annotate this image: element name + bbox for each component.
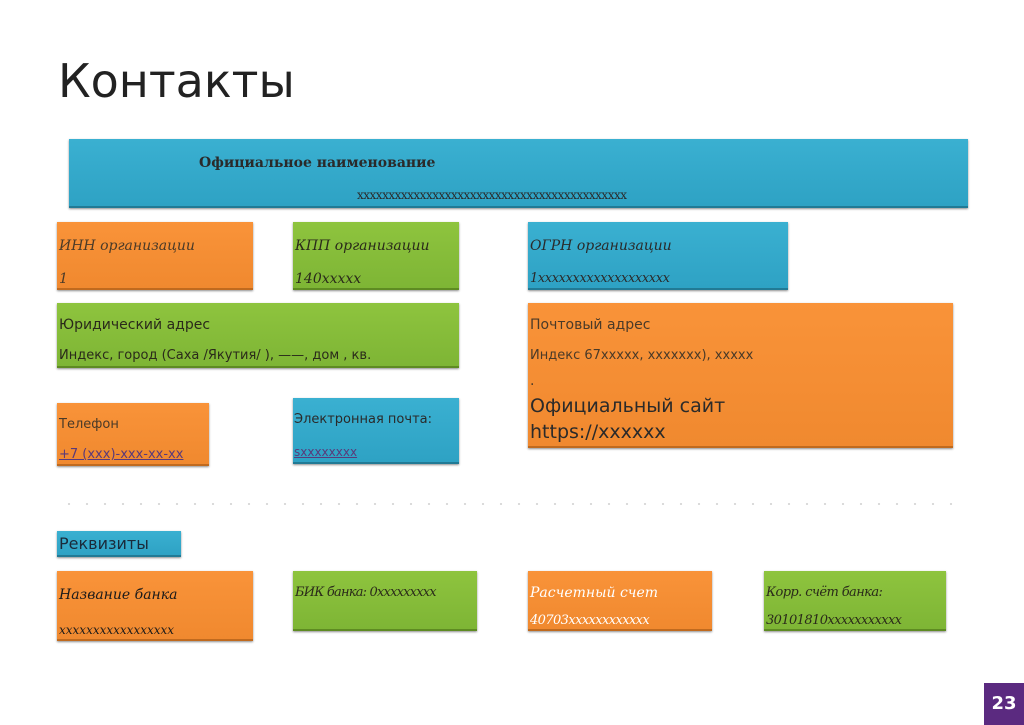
bik-label: БИК банка: 0xxxxxxxxx	[295, 585, 437, 600]
postal-address-dot: .	[530, 373, 535, 389]
inn-label: ИНН организации	[59, 238, 195, 254]
website-link[interactable]: https://xxxxxx	[530, 421, 666, 443]
postal-address-label: Почтовый адрес	[530, 317, 651, 333]
requisites-label: Реквизиты	[59, 534, 149, 553]
postal-address-box: Почтовый адрес Индекс 67xxxxx, xxxxxxx),…	[528, 303, 953, 448]
corr-account-label: Корр. счёт банка:	[766, 585, 883, 600]
official-name-banner: Официальное наименование xxxxxxxxxxxxxxx…	[69, 139, 968, 208]
corr-account-box: Корр. счёт банка: 30101810xxxxxxxxxxx	[764, 571, 946, 631]
legal-address-value: Индекс, город (Саха /Якутия/ ), ——, дом …	[59, 348, 372, 363]
ogrn-value: 1xxxxxxxxxxxxxxxxxxx	[530, 271, 670, 286]
dotted-divider	[60, 503, 960, 505]
ogrn-box: ОГРН организации 1xxxxxxxxxxxxxxxxxxx	[528, 222, 788, 290]
email-link[interactable]: sxxxxxxxx	[294, 445, 358, 459]
phone-value[interactable]: +7 (xxx)-xxx-xx-xx	[59, 447, 184, 462]
kpp-label: КПП организации	[295, 238, 430, 254]
inn-box: ИНН организации 1	[57, 222, 253, 290]
bik-box: БИК банка: 0xxxxxxxxx	[293, 571, 477, 631]
account-value: 40703xxxxxxxxxxxx	[530, 613, 650, 628]
phone-box: Телефон +7 (xxx)-xxx-xx-xx	[57, 403, 209, 466]
bank-name-value: xxxxxxxxxxxxxxxxx	[59, 623, 175, 637]
official-name-label: Официальное наименование	[199, 155, 436, 171]
account-box: Расчетный счет 40703xxxxxxxxxxxx	[528, 571, 712, 631]
requisites-header: Реквизиты	[57, 531, 181, 557]
bank-name-label: Название банка	[59, 587, 178, 603]
postal-address-value: Индекс 67xxxxx, xxxxxxx), xxxxx	[530, 348, 754, 363]
legal-address-label: Юридический адрес	[59, 317, 211, 333]
email-label: Электронная почта:	[294, 412, 432, 427]
phone-label: Телефон	[59, 417, 119, 432]
official-name-value: xxxxxxxxxxxxxxxxxxxxxxxxxxxxxxxxxxxxxxxx…	[357, 188, 627, 202]
kpp-value: 140xxxxx	[295, 271, 362, 287]
ogrn-label: ОГРН организации	[530, 238, 672, 254]
page-title: Контакты	[58, 54, 295, 108]
legal-address-box: Юридический адрес Индекс, город (Саха /Я…	[57, 303, 459, 368]
page-number-badge: 23	[984, 683, 1024, 725]
website-label: Официальный сайт	[530, 395, 726, 417]
inn-value: 1	[59, 271, 68, 287]
corr-account-value: 30101810xxxxxxxxxxx	[766, 613, 902, 628]
email-box: Электронная почта: sxxxxxxxx	[293, 398, 459, 464]
account-label: Расчетный счет	[530, 585, 659, 601]
bank-name-box: Название банка xxxxxxxxxxxxxxxxx	[57, 571, 253, 641]
kpp-box: КПП организации 140xxxxx	[293, 222, 459, 290]
